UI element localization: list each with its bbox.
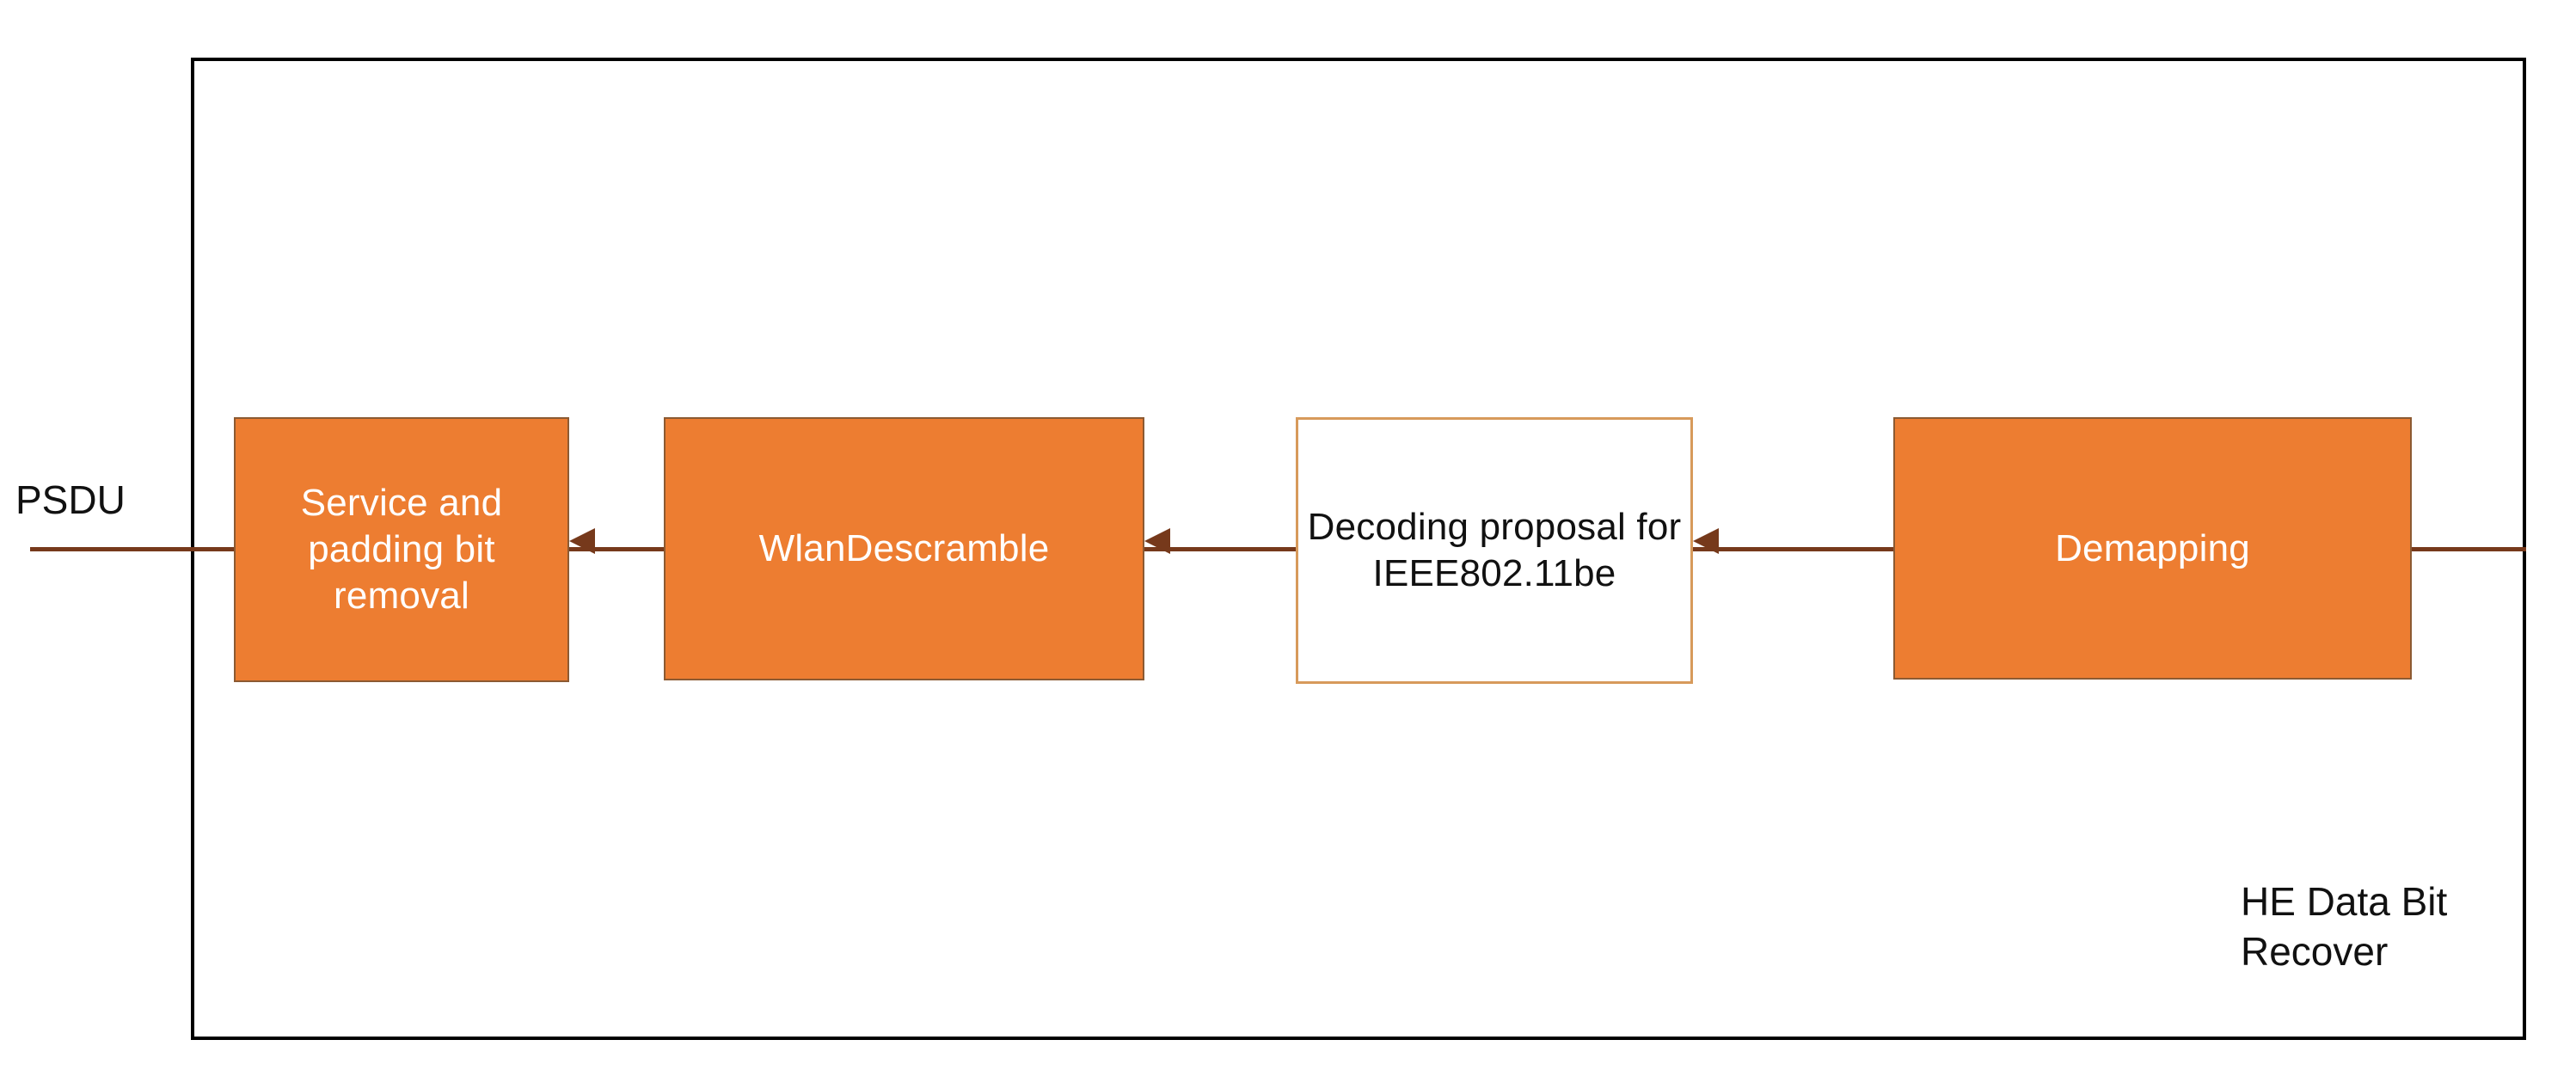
- connector-service-to-psdu: [30, 547, 234, 551]
- block-demapping[interactable]: Demapping: [1893, 417, 2412, 680]
- connector-input-to-demapping: [2412, 547, 2526, 551]
- group-title-label: HE Data Bit Recover: [2241, 879, 2448, 974]
- block-wlan-descramble[interactable]: WlanDescramble: [664, 417, 1144, 680]
- block-label: WlanDescramble: [758, 527, 1050, 570]
- connector-decoding-to-descramble: [1144, 547, 1296, 551]
- connector-demapping-to-decoding: [1693, 547, 1893, 551]
- block-label: Demapping: [2055, 526, 2250, 569]
- connector-descramble-to-service: [569, 547, 664, 551]
- arrowhead-to-descramble-icon: [1144, 528, 1170, 554]
- arrowhead-to-decoding-icon: [1693, 528, 1719, 554]
- block-label: Decoding proposal for IEEE802.11be: [1307, 506, 1682, 594]
- block-label: Service and padding bit removal: [300, 482, 503, 617]
- block-decoding-proposal[interactable]: Decoding proposal for IEEE802.11be: [1296, 417, 1693, 684]
- block-service-and-padding-bit-removal[interactable]: Service and padding bit removal: [234, 417, 569, 682]
- arrowhead-to-service-icon: [569, 528, 595, 554]
- psdu-output-label: PSDU: [15, 477, 126, 522]
